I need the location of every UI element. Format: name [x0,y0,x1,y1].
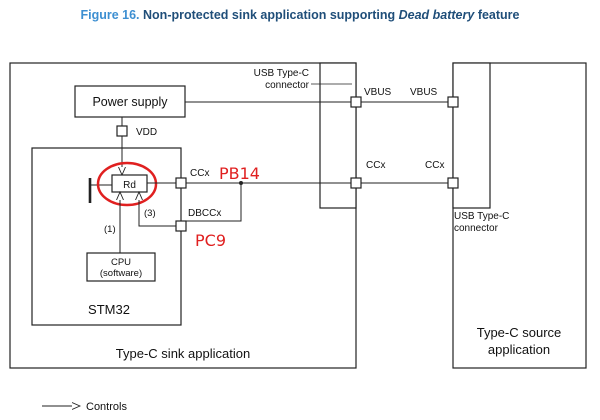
cpu-sublabel: (software) [100,268,142,279]
stm32-label: STM32 [88,302,130,317]
source-vbus-label: VBUS [410,87,438,98]
step1-label: (1) [104,224,116,235]
source-connector-label: USB Type-C [454,211,509,222]
rd-label: Rd [123,180,136,191]
sink-vbus-pin [350,96,362,108]
source-ccx-pin [447,177,459,189]
power-supply-label: Power supply [92,95,168,109]
step3-label: (3) [144,208,156,219]
source-application-label: Type-C source [477,325,562,340]
source-connector-label-2: connector [454,223,499,234]
source-application-label-2: application [488,342,550,357]
sink-application-label: Type-C sink application [116,346,250,361]
sink-connector-box [319,62,357,209]
source-ccx-label: CCx [425,160,444,171]
cpu-label: CPU [111,257,131,268]
pc9-annotation: PC9 [195,231,226,250]
caption-text: Non-protected sink application supportin… [143,8,396,22]
dbccx-pin-label: DBCCx [188,208,221,219]
vdd-label: VDD [136,127,157,138]
source-connector-box [452,62,491,209]
caption-text-end: feature [477,8,520,22]
vdd-pin [116,125,128,137]
sink-connector-label: USB Type-C [254,68,309,79]
ccx-pin-label: CCx [190,168,209,179]
sink-application-box [9,62,357,369]
caption-emphasis: Dead battery [398,8,475,22]
legend-controls-label: Controls [86,401,127,413]
power-supply-box [74,85,186,118]
rd-highlight-ellipse [96,161,158,207]
dbccx-to-rd-control [139,192,176,227]
source-application-box [452,62,587,369]
dbccx-wire [186,183,242,222]
figure-caption: Figure 16. Non-protected sink applicatio… [0,8,600,22]
sink-vbus-label: VBUS [364,87,392,98]
sink-ccx-connector-pin [350,177,362,189]
stm32-box [31,147,182,326]
cpu-box [86,252,156,282]
sink-connector-label-2: connector [265,80,310,91]
dbccx-pin [175,220,187,232]
figure-number: Figure 16. [80,8,140,22]
source-vbus-pin [447,96,459,108]
pb14-annotation: PB14 [219,164,260,183]
ccx-pin [175,177,187,189]
sink-ccx-connector-label: CCx [366,160,385,171]
